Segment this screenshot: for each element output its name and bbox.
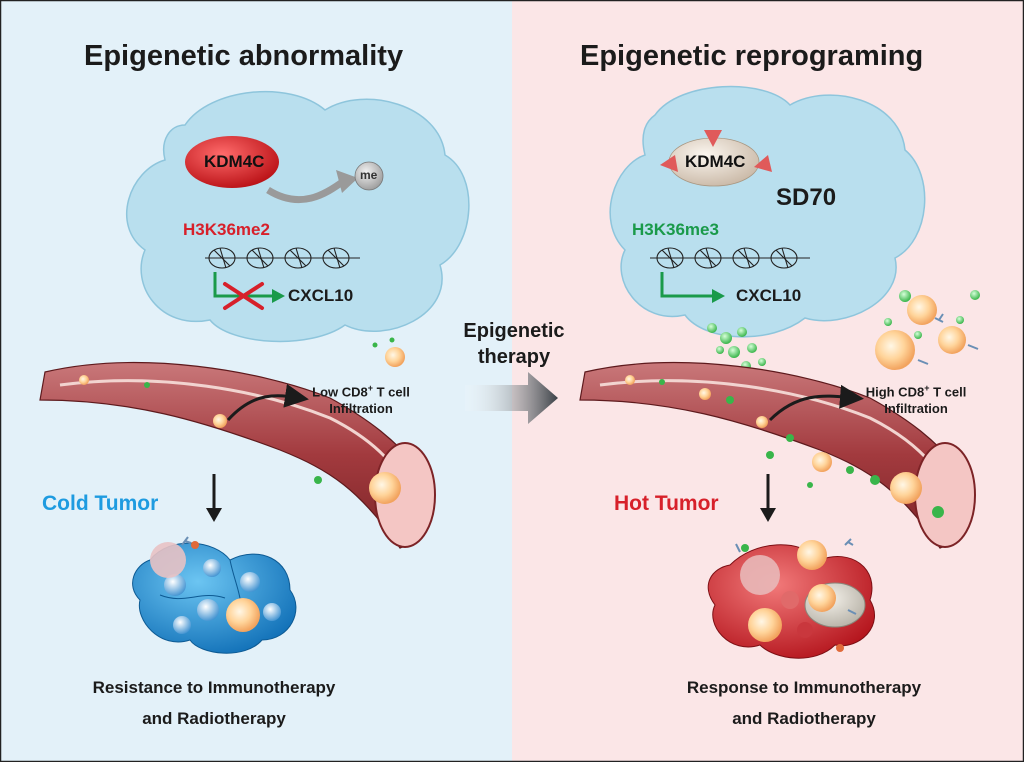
sd70-inhibitor-left (660, 155, 678, 172)
right-vessel-t-cell (890, 472, 922, 504)
right-infiltration-text-c: Infiltration (884, 401, 948, 417)
left-infiltration-label: Low CD8+ T cell Infiltration (306, 380, 416, 417)
therapy-label: Epigenetic therapy (444, 318, 584, 370)
left-chromatin (205, 247, 360, 269)
left-histone-mark-label: H3K36me2 (183, 220, 270, 239)
right-vessel-lumen (914, 442, 976, 548)
right-outcome-line2: and Radiotherapy (732, 709, 876, 728)
left-gene-label: CXCL10 (288, 286, 354, 305)
left-outcome-line2: and Radiotherapy (142, 709, 286, 728)
sd70-inhibitor-right (754, 155, 772, 172)
right-infiltration-text-b: T cell (929, 384, 967, 400)
therapy-arrow (465, 372, 558, 424)
right-histone-mark-label: H3K36me3 (632, 220, 719, 239)
methyl-group (354, 161, 384, 191)
right-infiltration-arrow (768, 384, 864, 422)
hot-tumor-cluster (707, 538, 876, 659)
right-outcome-label: Response to Immunotherapy and Radiothera… (634, 672, 974, 734)
right-outcome-line1: Response to Immunotherapy (686, 678, 922, 697)
left-vessel-cell-small (79, 375, 89, 385)
methyl-label: me (360, 168, 378, 182)
right-down-arrow-head (760, 508, 776, 522)
right-promoter-arrow-head (712, 289, 725, 303)
right-kdm4c-label: KDM4C (685, 152, 746, 171)
right-panel-title: Epigenetic reprograming (580, 40, 924, 72)
right-chromatin (650, 247, 810, 269)
demethylation-arrow-head (336, 170, 358, 193)
recruited-t-cells (875, 295, 979, 370)
left-promoter-arrow (213, 272, 275, 298)
left-promoter-arrow-head (272, 289, 285, 303)
sd70-label: SD70 (776, 184, 837, 211)
left-infiltration-arrow (226, 383, 309, 422)
demethylation-arrow (266, 177, 348, 203)
therapy-label-line1: Epigenetic (463, 320, 565, 342)
left-kdm4c-label: KDM4C (204, 152, 265, 171)
sd70-inhibitor-top (704, 130, 722, 147)
right-infiltration-text-a: High CD8 (865, 384, 925, 400)
left-infiltration-text-c: Infiltration (329, 401, 393, 417)
right-gene-label: CXCL10 (736, 286, 802, 305)
left-infiltration-text-b: T cell (373, 384, 410, 400)
therapy-label-line2: therapy (477, 346, 551, 368)
kdm4c-active-enzyme (185, 136, 279, 188)
left-vessel-cell-mid (213, 414, 227, 428)
left-infiltration-sup: + (367, 383, 374, 393)
blocked-transcription-x (223, 282, 264, 310)
right-vessel-cells (625, 375, 944, 518)
right-promoter-arrow (660, 272, 715, 298)
cold-tumor-label: Cold Tumor (42, 492, 159, 515)
left-outcome-label: Resistance to Immunotherapy and Radiothe… (44, 672, 384, 734)
right-infiltration-label: High CD8+ T cell Infiltration (856, 380, 976, 417)
left-infiltrating-t-cell (385, 347, 405, 367)
left-panel-title: Epigenetic abnormality (84, 40, 404, 72)
left-outcome-line1: Resistance to Immunotherapy (92, 678, 336, 697)
cold-tumor-cluster (132, 536, 297, 654)
left-vessel-t-cell (369, 472, 401, 504)
left-infiltration-text-a: Low CD8 (312, 384, 368, 400)
right-infiltration-sup: + (924, 383, 930, 393)
left-down-arrow-head (206, 508, 222, 522)
hot-tumor-label: Hot Tumor (614, 492, 719, 515)
